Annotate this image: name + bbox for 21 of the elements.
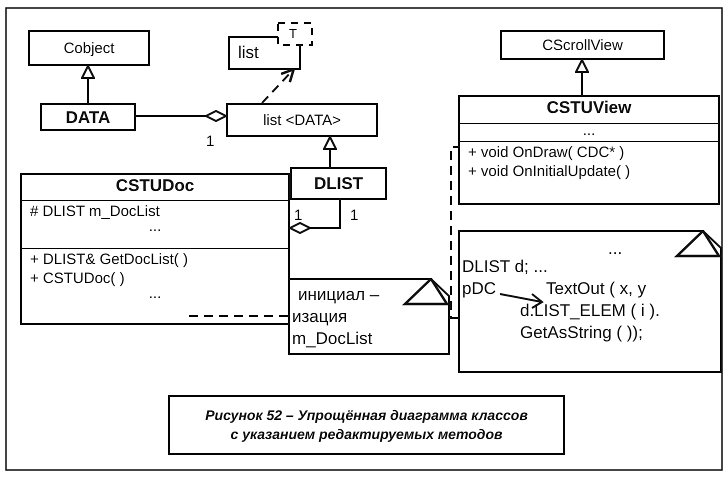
figure-caption: Рисунок 52 – Упрощённая диаграмма классов с указанием редактируемых методов	[168, 395, 565, 455]
multiplicity-label: 1	[294, 206, 302, 225]
note: инициал – изация m_DocList	[288, 278, 450, 355]
connector	[81, 65, 95, 103]
dashed-connector	[188, 315, 288, 317]
multiplicity-label: 1	[350, 206, 358, 225]
note: ... DLIST d; ... pDC TextOut ( x, y d.LIST_ELEM ( i ). GetAsString ( ));	[458, 230, 722, 373]
class-box: DLIST	[290, 167, 387, 200]
multiplicity-label: 1	[206, 132, 214, 151]
class-box: Cobject	[28, 30, 150, 66]
connector	[323, 136, 337, 167]
dashed-connector	[450, 146, 458, 319]
class-box: CSTUView ... + void OnDraw( CDC* ) + void OnInitialUpdate( )	[458, 95, 720, 205]
connector	[136, 110, 227, 122]
class-box: CSTUDoc # DLIST m_DocList ... + DLIST& GetDocList( ) + CSTUDoc( ) ...	[20, 173, 290, 325]
connector	[289, 200, 341, 234]
class-box: list <DATA>	[226, 103, 378, 137]
dashed-connector	[261, 68, 295, 104]
class-box: CScrollView	[500, 30, 665, 60]
connector	[575, 59, 589, 95]
class-box: DATA	[40, 103, 136, 131]
